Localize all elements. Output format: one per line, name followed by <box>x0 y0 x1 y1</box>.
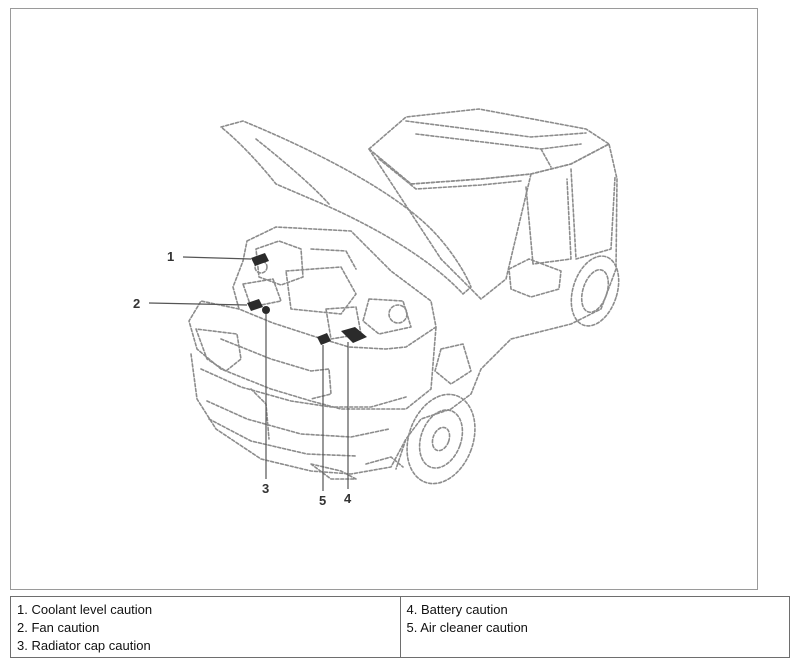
car-illustration: 1 2 3 4 5 <box>133 108 620 508</box>
leader-line-1 <box>182 256 252 260</box>
front-bumper <box>190 353 407 475</box>
coolant-level-caution-marker <box>251 253 269 266</box>
legend-item-air-cleaner: 5. Air cleaner caution <box>406 620 528 635</box>
roof <box>368 108 610 185</box>
battery-caution-marker <box>341 327 367 343</box>
callout-2: 2 <box>133 296 140 311</box>
engine-bay-diagram: 1 2 3 4 5 <box>10 8 758 590</box>
leader-line-2 <box>148 302 248 306</box>
legend-item-fan: 2. Fan caution <box>17 620 100 635</box>
radiator-cap-caution-marker <box>262 306 270 314</box>
callout-5: 5 <box>319 493 326 508</box>
air-cleaner-caution-marker <box>317 333 331 345</box>
legend-item-radiator-cap: 3. Radiator cap caution <box>17 638 151 653</box>
side-mirror <box>508 258 562 298</box>
left-headlamp <box>195 328 242 372</box>
front-wheel <box>406 393 476 485</box>
side-body <box>395 143 618 470</box>
callout-1: 1 <box>167 249 174 264</box>
windshield <box>368 148 532 300</box>
legend-column-right: 4. Battery caution 5. Air cleaner cautio… <box>399 597 790 657</box>
legend-table: 1. Coolant level caution 2. Fan caution … <box>10 596 790 658</box>
callout-3: 3 <box>262 481 269 496</box>
engine-bay-outline <box>232 226 437 350</box>
legend-item-battery: 4. Battery caution <box>406 602 508 617</box>
legend-column-left: 1. Coolant level caution 2. Fan caution … <box>11 597 400 657</box>
right-headlamp <box>434 343 472 385</box>
open-hood <box>220 120 472 295</box>
callout-4: 4 <box>344 491 352 506</box>
fan-caution-marker <box>247 299 263 311</box>
legend-item-coolant-level: 1. Coolant level caution <box>17 602 153 617</box>
